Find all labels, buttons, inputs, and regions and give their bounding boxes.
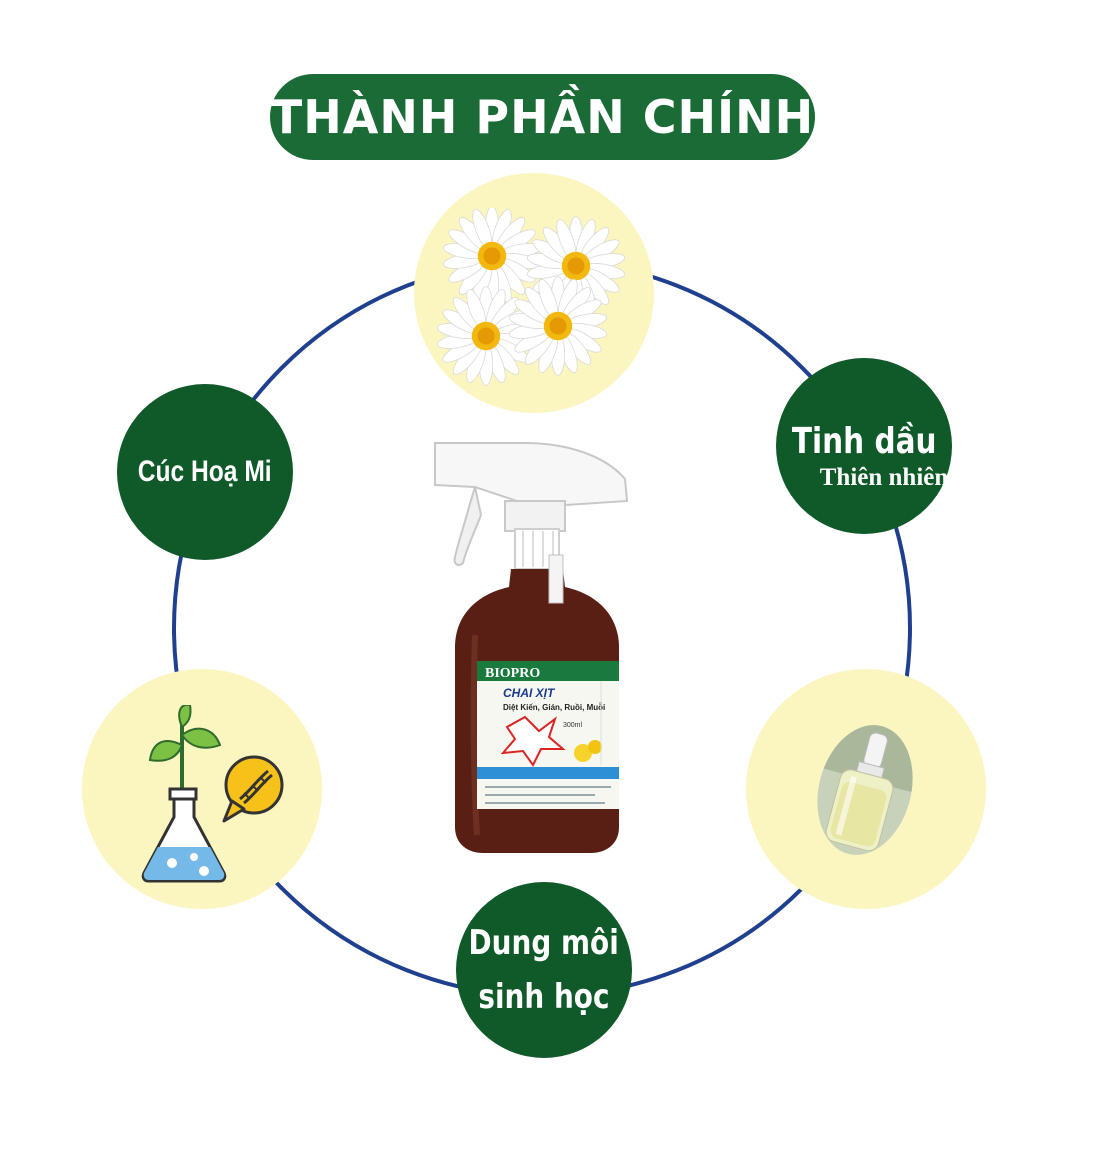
node-bio-solvent-label-1: Dung môi [468,923,620,963]
bottle-brand: BIOPRO [485,666,540,681]
spray-bottle-icon: BIOPRO CHAI XỊT Diệt Kiến, Gián, Ruồi, M… [434,442,629,853]
node-essential-oil: Tinh dầu Thiên nhiên [776,358,952,534]
node-bio-solvent-label-2: sinh học [478,977,610,1017]
node-bio-solvent: Dung môi sinh học [456,882,632,1058]
node-chamomile: Cúc Hoạ Mi [117,384,293,560]
essential-oil-dropper-icon [810,720,920,860]
bottle-volume: 300ml [563,722,583,729]
node-essential-oil-label-1: Tinh dầu [791,420,937,462]
bottle-subtitle: Diệt Kiến, Gián, Ruồi, Muỗi [503,703,605,712]
node-essential-oil-label-2: Thiên nhiên [819,463,949,491]
title-banner: THÀNH PHẦN CHÍNH [270,74,815,160]
node-chamomile-label: Cúc Hoạ Mi [138,455,272,488]
lab-flask-dna-icon [141,705,284,883]
chamomile-flowers-icon [435,208,627,386]
page-title: THÀNH PHẦN CHÍNH [270,90,815,144]
bottle-product-name: CHAI XỊT [503,686,556,700]
